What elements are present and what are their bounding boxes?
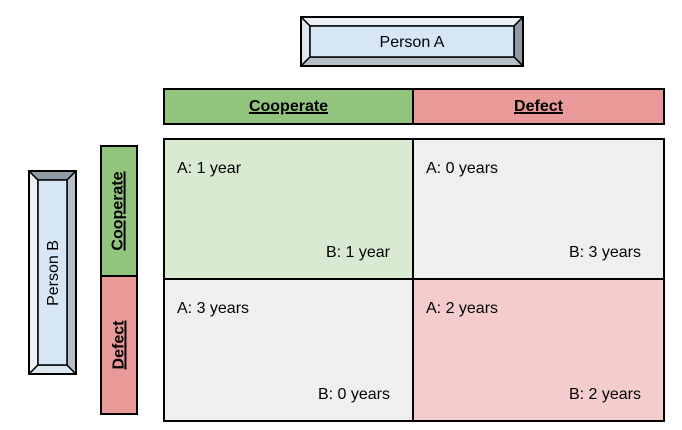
payoff-matrix: A: 1 year B: 1 year A: 0 years B: 3 year… xyxy=(163,138,665,422)
row-header-defect-label: Defect xyxy=(110,320,127,370)
payoff-cell-defect-defect: A: 2 years B: 2 years xyxy=(414,280,663,420)
person-b-label: Person B xyxy=(45,240,62,306)
person-a-box-inner xyxy=(309,25,515,58)
column-header-defect-label: Defect xyxy=(514,97,563,115)
column-header-strip: Cooperate Defect xyxy=(163,88,665,125)
person-b-box-shape: Person B xyxy=(28,170,77,375)
payoff-b-value: B: 3 years xyxy=(568,244,641,261)
payoff-cell-cooperate-defect: A: 0 years B: 3 years xyxy=(414,140,663,280)
row-header-cooperate: Cooperate xyxy=(100,145,138,277)
person-b-box-outline xyxy=(28,170,77,375)
person-a-box: Person A xyxy=(300,16,524,67)
person-b-box-inner xyxy=(37,179,68,366)
payoff-b-value: B: 0 years xyxy=(317,386,390,403)
payoff-a-value: A: 0 years xyxy=(426,160,499,177)
person-a-box-shape: Person A xyxy=(300,16,524,67)
payoff-b-value: B: 2 years xyxy=(568,386,641,403)
row-header-strip: Cooperate Defect xyxy=(100,145,138,417)
row-header-cooperate-label: Cooperate xyxy=(110,171,127,251)
column-header-defect: Defect xyxy=(414,90,663,123)
column-header-cooperate: Cooperate xyxy=(165,90,414,123)
person-a-box-outline xyxy=(300,16,524,67)
payoff-cell-cooperate-cooperate: A: 1 year B: 1 year xyxy=(165,140,414,280)
row-header-defect: Defect xyxy=(100,275,138,415)
payoff-b-value: B: 1 year xyxy=(325,244,390,261)
column-header-cooperate-label: Cooperate xyxy=(248,97,329,115)
payoff-cell-defect-cooperate: A: 3 years B: 0 years xyxy=(165,280,414,420)
payoff-a-value: A: 3 years xyxy=(177,300,250,317)
payoff-a-value: A: 1 year xyxy=(177,160,242,177)
person-b-box: Person B xyxy=(28,170,77,375)
payoff-a-value: A: 2 years xyxy=(426,300,499,317)
person-a-label: Person A xyxy=(380,34,445,51)
